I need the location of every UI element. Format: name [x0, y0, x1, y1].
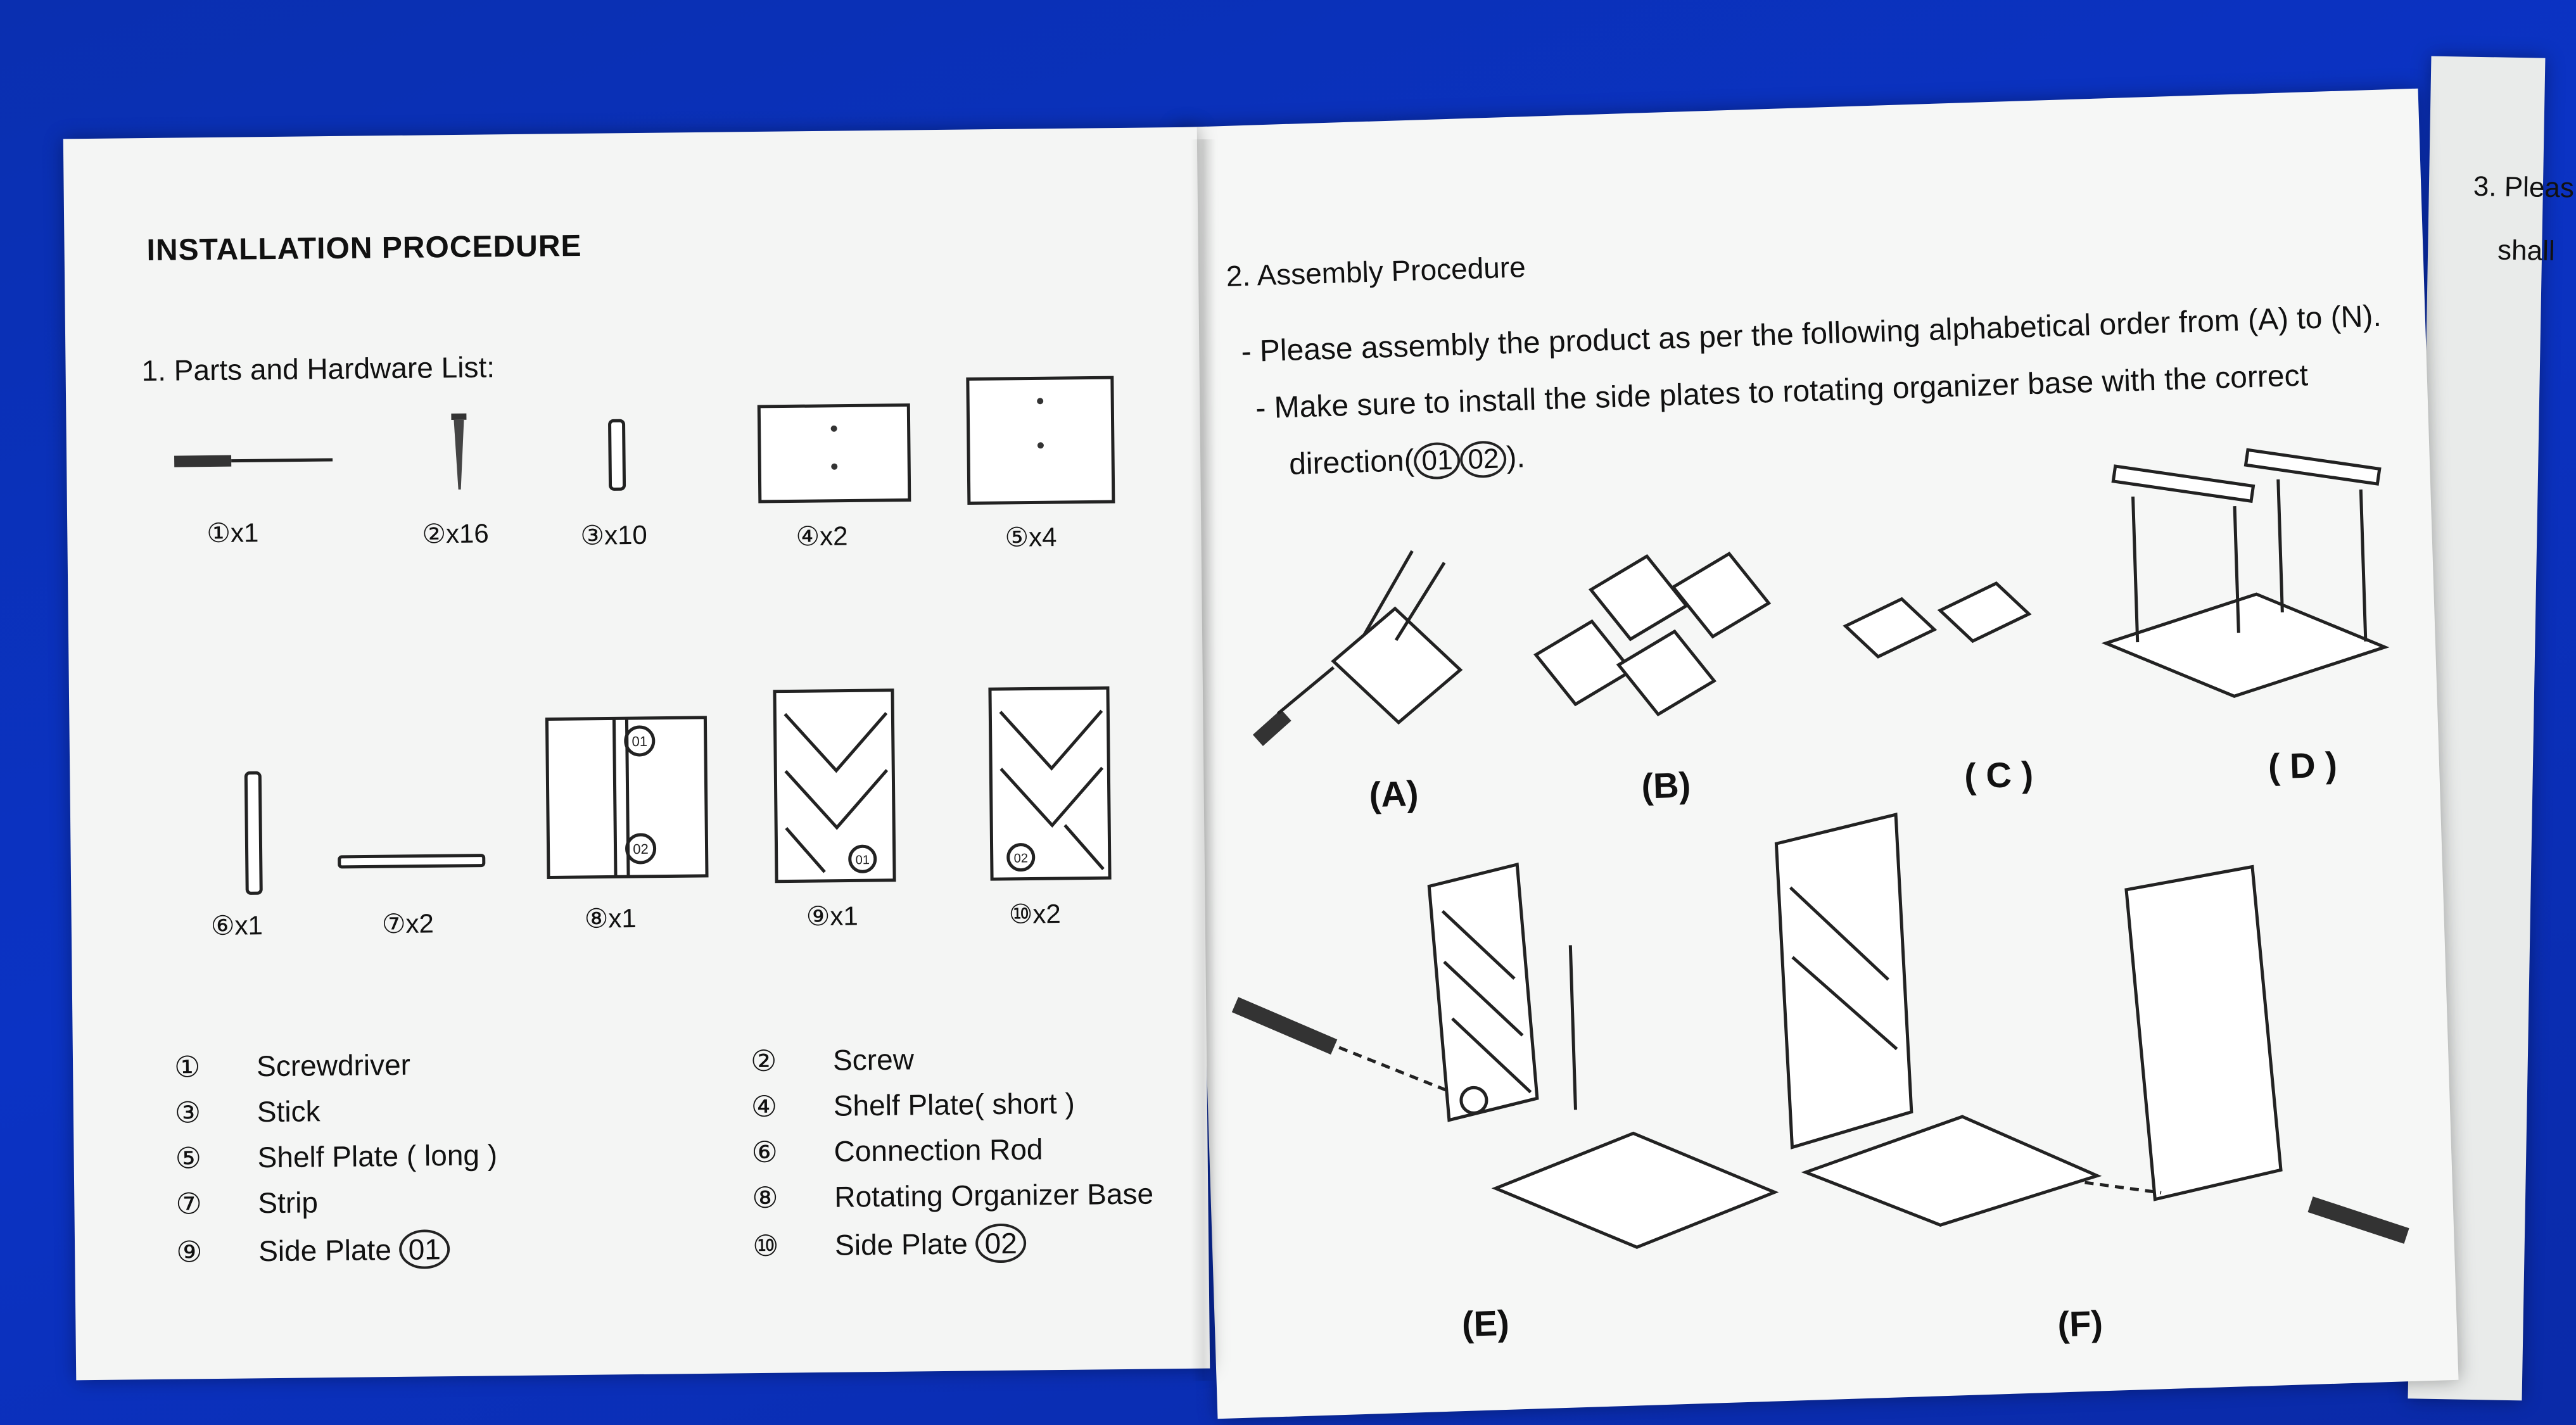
part-6-qty: ⑥x1: [210, 910, 263, 941]
svg-text:01: 01: [631, 733, 647, 749]
direction-badge-02: 02: [1459, 440, 1507, 479]
step-c-illustration: [1843, 581, 2032, 659]
book-gutter: [1191, 139, 1216, 1381]
side-plate-02-icon: 02: [988, 686, 1112, 881]
direction-suffix: ).: [1506, 440, 1526, 475]
step-e-label: (E): [1461, 1302, 1510, 1345]
step-b-label: (B): [1640, 764, 1692, 806]
connection-rod-icon: [244, 771, 263, 895]
part-2-qty: ②x16: [422, 518, 489, 549]
svg-text:01: 01: [856, 853, 870, 867]
assembly-heading: 2. Assembly Procedure: [1226, 250, 1526, 293]
shelf-plate-short-icon: [757, 403, 911, 504]
edge-text-2: shall: [2497, 234, 2556, 267]
step-a-label: (A): [1368, 773, 1419, 815]
part-3-qty: ③x10: [580, 519, 648, 550]
strip-icon: [338, 854, 486, 869]
page-title: INSTALLATION PROCEDURE: [146, 229, 582, 268]
shelf-plate-long-icon: [966, 376, 1115, 505]
part-9-qty: ⑨x1: [806, 901, 858, 932]
edge-text-1: 3. Pleas: [2473, 170, 2575, 204]
step-a-illustration: [1252, 550, 1463, 746]
part-1-qty: ①x1: [206, 517, 259, 548]
instruction-line-1: - Please assembly the product as per the…: [1240, 299, 2382, 369]
screwdriver-icon: [174, 455, 333, 467]
part-5-qty: ⑤x4: [1005, 522, 1057, 552]
stick-icon: [608, 419, 626, 491]
parts-list-heading: 1. Parts and Hardware List:: [141, 350, 495, 388]
badge-02: 02: [975, 1223, 1027, 1264]
instruction-line-2: - Make sure to install the side plates t…: [1255, 358, 2309, 426]
step-b-illustration: [1533, 551, 1772, 717]
step-f-illustration: [1774, 813, 2409, 1244]
part-10-qty: ⑩x2: [1008, 899, 1061, 929]
right-page: 2. Assembly Procedure - Please assembly …: [1177, 88, 2459, 1419]
left-page: INSTALLATION PROCEDURE 1. Parts and Hard…: [63, 127, 1210, 1381]
part-7-qty: ⑦x2: [381, 908, 435, 939]
badge-01: 01: [399, 1229, 450, 1269]
direction-badge-01: 01: [1413, 441, 1461, 480]
part-8-qty: ⑧x1: [584, 903, 637, 934]
part-4-qty: ④x2: [796, 521, 848, 552]
step-d-illustration: [2101, 448, 2390, 698]
side-plate-01-icon: 01: [773, 688, 896, 884]
step-e-illustration: [1231, 862, 1779, 1250]
step-f-label: (F): [2057, 1303, 2103, 1345]
svg-text:02: 02: [1014, 852, 1028, 866]
svg-text:02: 02: [633, 841, 649, 857]
screw-icon: [451, 413, 467, 490]
direction-prefix: direction(: [1288, 443, 1415, 481]
rotating-base-icon: 01 02: [545, 716, 709, 879]
